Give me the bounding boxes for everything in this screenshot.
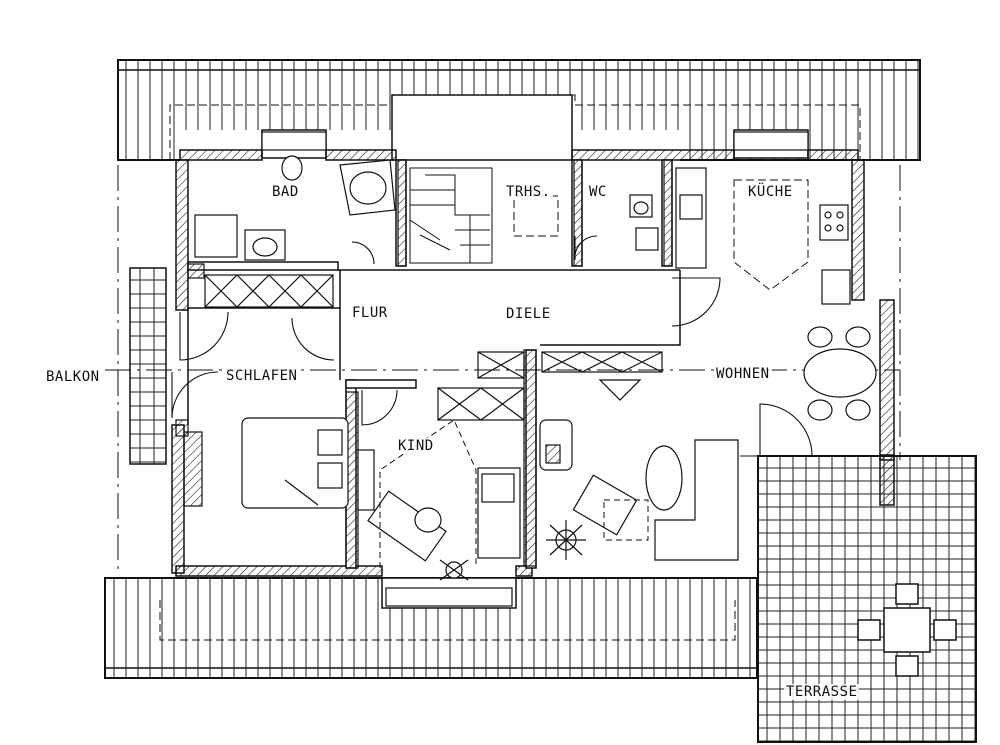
terrace-table: [857, 583, 957, 677]
corridor-outline: [187, 269, 681, 425]
room-label-kind: KIND: [396, 438, 436, 454]
plant-wohnen: [546, 520, 586, 560]
room-label-wc: WC: [587, 184, 609, 200]
plant-kind: [439, 559, 469, 581]
bedroom-bed: [241, 417, 349, 509]
dining-table: [803, 326, 877, 421]
balkon-wall: [175, 263, 205, 437]
room-label-flur: FLUR: [350, 305, 390, 321]
room-label-balkon: BALKON: [44, 369, 102, 385]
wc-fixtures: [629, 194, 659, 251]
top-windows: [261, 131, 809, 607]
room-label-bad: BAD: [270, 184, 301, 200]
kitchen-fixtures: [675, 167, 851, 305]
room-label-schlafen: SCHLAFEN: [224, 368, 300, 384]
living-dashed-table: [603, 499, 649, 541]
door-swings: [171, 235, 813, 457]
kind-dashed-lines: [379, 419, 477, 568]
kind-furniture: [357, 449, 521, 562]
staircase: [409, 167, 493, 264]
bedroom-wardrobe: [183, 431, 203, 507]
room-label-wohnen: WOHNEN: [714, 366, 772, 382]
storage-boxes: [204, 274, 663, 421]
bathroom-fixtures: [194, 155, 396, 261]
kitchen-dashed-island: [733, 179, 809, 291]
trhs-dashed-box: [513, 195, 559, 237]
room-label-kueche: KÜCHE: [746, 184, 795, 200]
living-sofa: [572, 439, 739, 561]
balkon-tiles: [129, 267, 167, 465]
room-label-trhs: TRHS.: [504, 184, 553, 200]
room-label-terrasse: TERRASSE: [784, 684, 860, 700]
hatched-partitions: [345, 159, 673, 569]
fireplace: [539, 379, 642, 471]
room-label-diele: DIELE: [504, 306, 553, 322]
